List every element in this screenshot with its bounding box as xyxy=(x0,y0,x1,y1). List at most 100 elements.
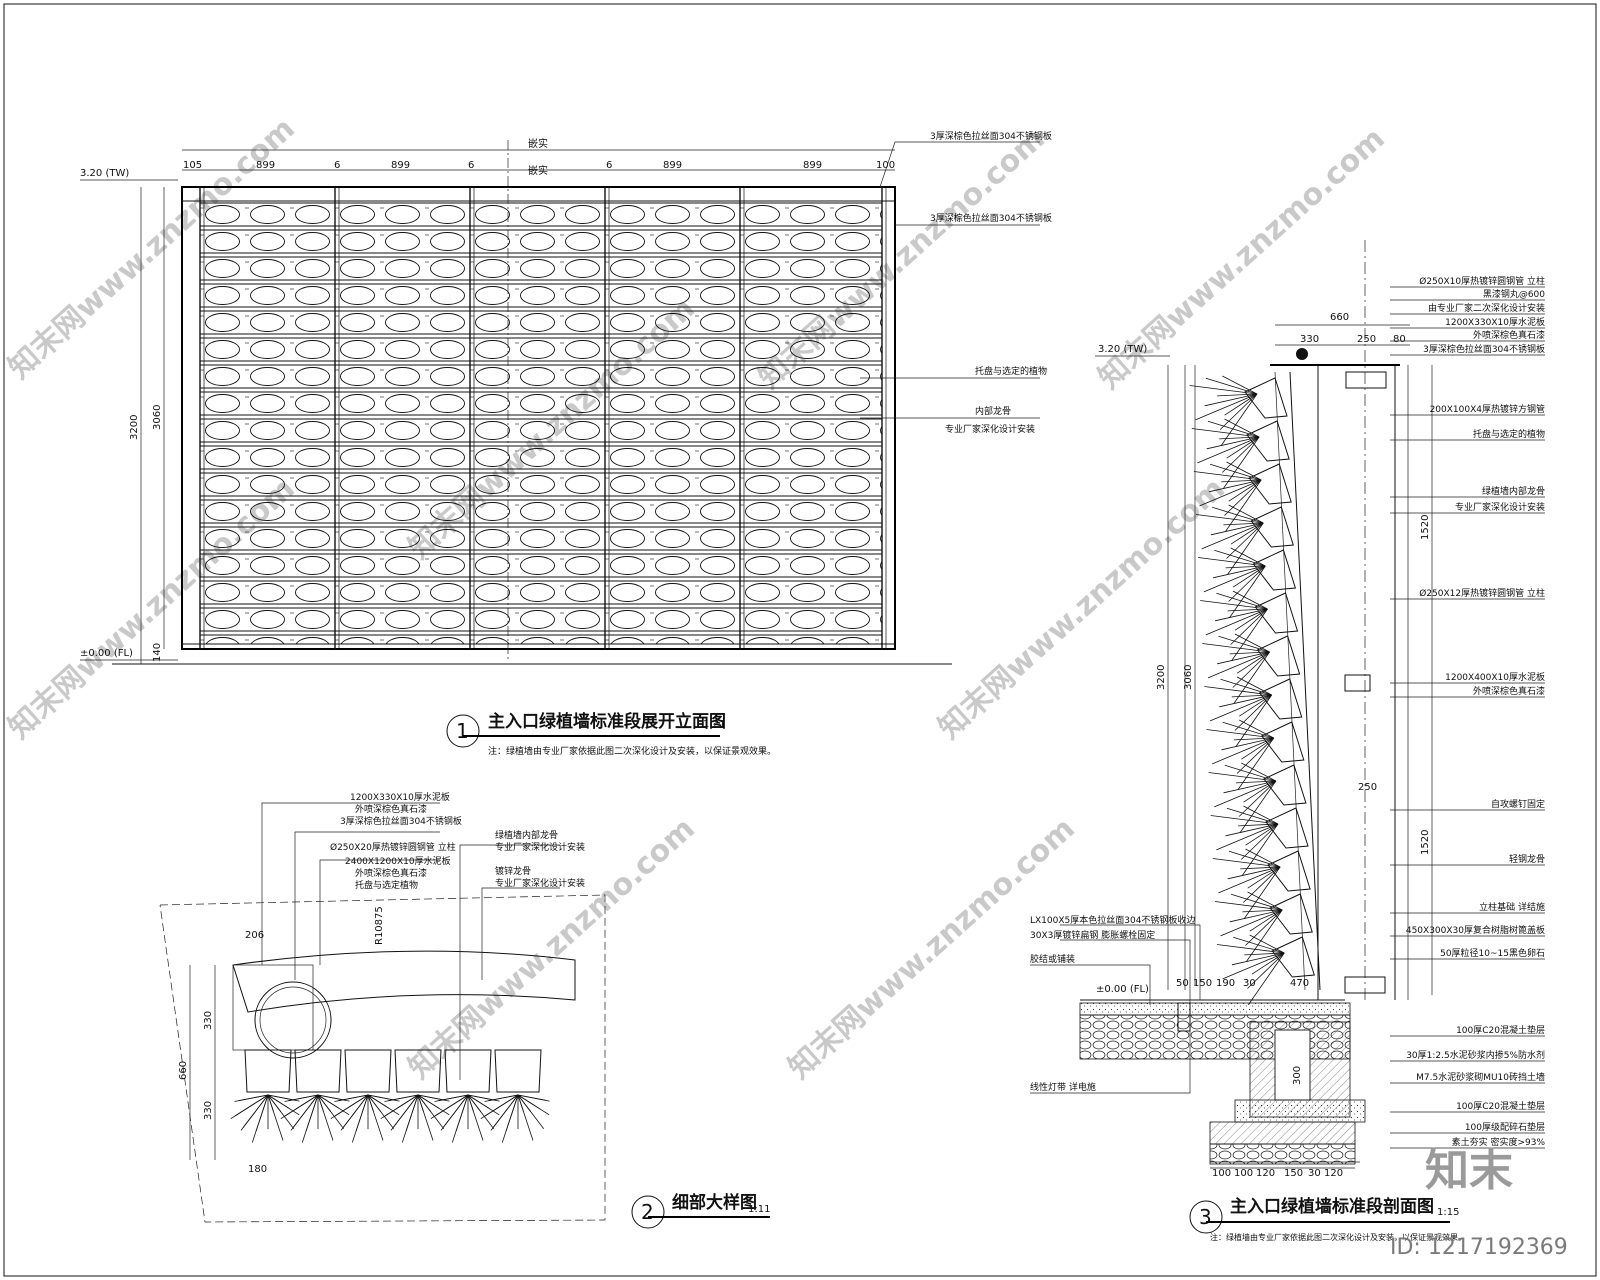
plant-leaf xyxy=(1200,600,1268,610)
plant-leaf xyxy=(1206,436,1260,450)
callout-text: 450X300X30厚复合树脂树篦盖板 xyxy=(1406,924,1545,936)
plant-leaf xyxy=(1228,504,1264,524)
callout-text: 绿植墙内部龙骨 xyxy=(1482,485,1545,497)
callout-text: 由专业厂家二次深化设计安装 xyxy=(1428,302,1545,314)
frond xyxy=(467,1094,484,1141)
plant-leaf xyxy=(1212,858,1281,868)
plant-leaf xyxy=(1201,522,1264,550)
callout-text: 轻钢龙骨 xyxy=(1509,853,1545,865)
frond xyxy=(434,1094,469,1117)
dim-label: 330 xyxy=(1300,334,1319,345)
plant-leaf xyxy=(1226,807,1279,825)
elevation-drawing: 嵌实 嵌实 105 899 6 899 6 899 6 899 100 3.20… xyxy=(80,130,1052,757)
plant-leaf xyxy=(1236,737,1275,774)
frond xyxy=(317,1094,350,1102)
plant-leaf xyxy=(1241,737,1275,760)
planter-tray xyxy=(1246,420,1290,462)
plant-leaf xyxy=(1225,565,1266,569)
plant-leaf xyxy=(1223,780,1276,794)
drawing-number-circle xyxy=(446,714,480,748)
planter-tray xyxy=(1252,549,1297,591)
plant-leaf xyxy=(1215,608,1268,622)
frond xyxy=(440,1094,469,1131)
dim-label: 120 xyxy=(1324,1168,1343,1179)
plant-leaf xyxy=(1235,780,1276,784)
dim-label: 1520 xyxy=(1420,515,1431,540)
plant-leaf xyxy=(1220,678,1272,696)
center-label: 嵌实 xyxy=(528,137,548,150)
plant-leaf xyxy=(1189,385,1258,395)
dim-label: 250 xyxy=(1357,334,1376,345)
plant-leaf xyxy=(1244,952,1285,956)
frond xyxy=(284,1094,319,1102)
planter-tray xyxy=(1267,850,1311,892)
plant-leaf xyxy=(1224,418,1260,438)
callout-text: 3厚深棕色拉丝面304不锈钢板 xyxy=(930,212,1052,224)
plant-leaf xyxy=(1234,633,1270,653)
dim-label: 140 xyxy=(152,643,163,662)
dim-label: 899 xyxy=(391,160,410,171)
plant-leaf xyxy=(1206,729,1274,739)
plant-leaf xyxy=(1203,565,1266,593)
id-label: ID: 1217192369 xyxy=(1390,1235,1568,1260)
plant-leaf xyxy=(1216,592,1268,610)
plant-leaf xyxy=(1221,479,1262,483)
dim-label: 6 xyxy=(468,160,474,171)
plant-leaf xyxy=(1218,635,1270,653)
drawing-number-circle xyxy=(1189,1200,1223,1234)
dim-label: 190 xyxy=(1216,978,1235,989)
dim-label: 6 xyxy=(334,160,340,171)
plant-leaf xyxy=(1222,952,1285,980)
frond xyxy=(401,1094,419,1143)
plant-leaf xyxy=(1210,815,1279,825)
frond xyxy=(367,1094,400,1116)
plant-leaf xyxy=(1233,651,1270,705)
plant-leaf xyxy=(1247,952,1285,989)
plant-leaf xyxy=(1227,608,1268,612)
plant-leaf xyxy=(1232,651,1270,688)
plant-leaf xyxy=(1249,934,1285,954)
plant-leaf xyxy=(1224,479,1262,533)
planter-grid xyxy=(200,201,882,644)
plant-leaf xyxy=(1243,805,1279,825)
plant-leaf xyxy=(1204,393,1258,407)
plant-leaf xyxy=(1233,936,1285,954)
dim-label: 330 xyxy=(203,1101,214,1120)
frond xyxy=(267,1094,284,1141)
plant-leaf xyxy=(1229,651,1270,655)
frond xyxy=(317,1094,334,1141)
callout-text: 线性灯带 详电施 xyxy=(1030,1081,1096,1093)
curved-panel xyxy=(232,950,576,1013)
plant-leaf xyxy=(1226,436,1260,459)
planter-tray xyxy=(1256,635,1301,677)
plant-leaf xyxy=(1207,651,1270,679)
frond xyxy=(290,1094,319,1131)
frond xyxy=(517,1094,534,1141)
plant-leaf xyxy=(1241,762,1277,782)
plant-leaf xyxy=(1237,737,1275,791)
callout-text: LX100X5厚本色拉丝面304不锈钢板收边 xyxy=(1030,914,1195,926)
plant-leaf xyxy=(1240,823,1279,860)
dim-label: 899 xyxy=(803,160,822,171)
plant-leaf xyxy=(1205,608,1268,636)
frond xyxy=(340,1094,369,1131)
dim-label: 300 xyxy=(1292,1066,1303,1085)
drawing-number: 1 xyxy=(456,719,469,743)
drawing-number-circle xyxy=(631,1195,665,1229)
plant-leaf xyxy=(1218,866,1281,894)
frond xyxy=(484,1094,519,1102)
frond xyxy=(384,1094,419,1117)
dim-label: 3200 xyxy=(129,415,140,440)
planter-pot xyxy=(344,1049,392,1093)
plant-leaf xyxy=(1195,393,1258,421)
frond xyxy=(367,1094,395,1129)
callout-text: 200X100X4厚热镀锌方钢管 xyxy=(1430,403,1545,415)
drawing-note: 注：绿植墙由专业厂家依据此图二次深化设计及安装，以保证景观效果。 xyxy=(488,745,776,757)
plant-leaf xyxy=(1222,375,1258,395)
dim-label: 899 xyxy=(663,160,682,171)
plant-leaf xyxy=(1233,737,1274,741)
planter-pot xyxy=(494,1049,542,1093)
plant-leaf xyxy=(1247,866,1281,889)
plant-leaf xyxy=(1216,944,1285,954)
